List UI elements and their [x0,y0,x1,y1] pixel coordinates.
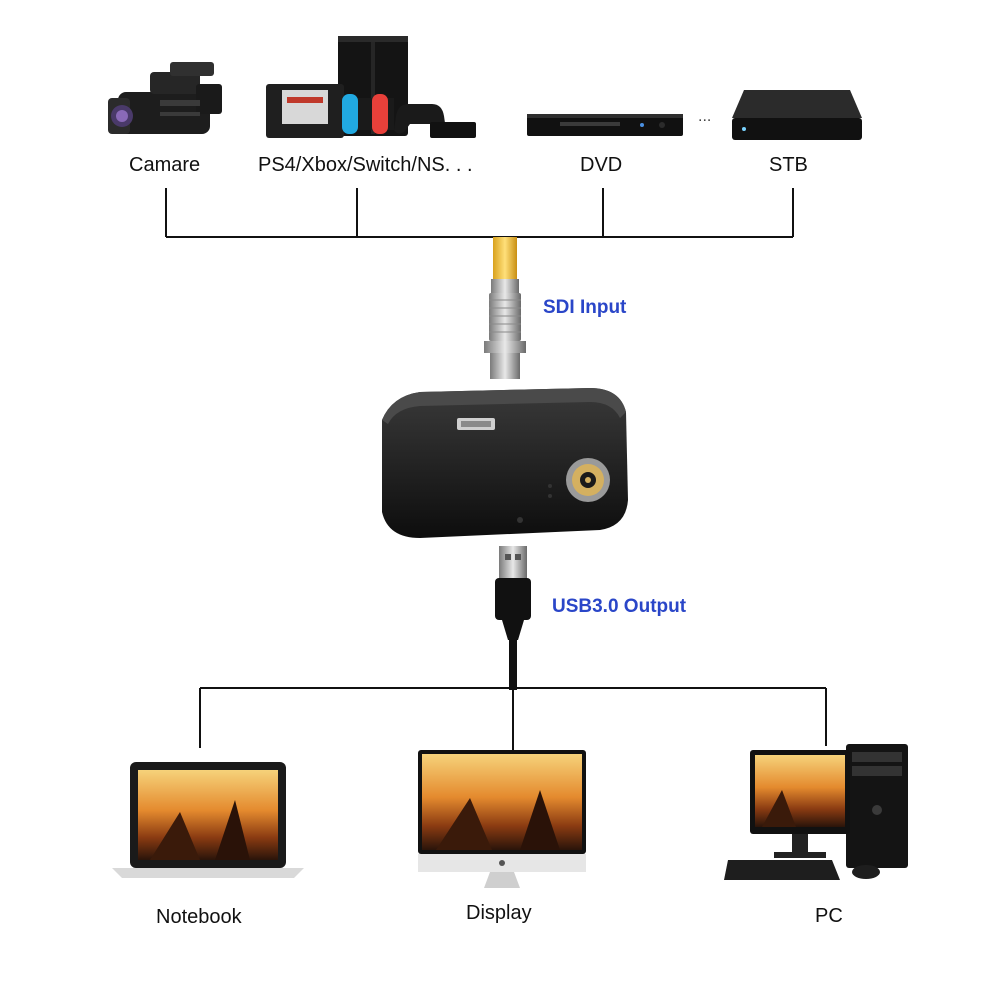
capture-card-icon [382,388,628,538]
sdi-cable-icon [484,237,526,379]
dvd-player-icon [527,114,683,136]
sdi-input-label: SDI Input [543,297,627,318]
set-top-box-icon [732,90,862,140]
output-connector-lines [199,687,827,750]
usb-cable-icon [495,546,531,690]
ellipsis-label: ... [698,108,712,125]
laptop-icon [112,762,304,878]
notebook-label: Notebook [156,906,242,928]
consoles-label: PS4/Xbox/Switch/NS. . . [258,154,473,176]
desktop-pc-icon [724,744,908,880]
usb-output-label: USB3.0 Output [552,596,687,617]
source-connector-lines [165,188,794,238]
game-console-icon [266,36,476,138]
dvd-label: DVD [580,154,623,176]
video-camera-icon [108,62,222,134]
stb-label: STB [769,154,808,176]
display-label: Display [466,902,532,924]
monitor-icon [418,750,586,888]
pc-label: PC [815,905,843,927]
camera-label: Camare [129,154,201,176]
